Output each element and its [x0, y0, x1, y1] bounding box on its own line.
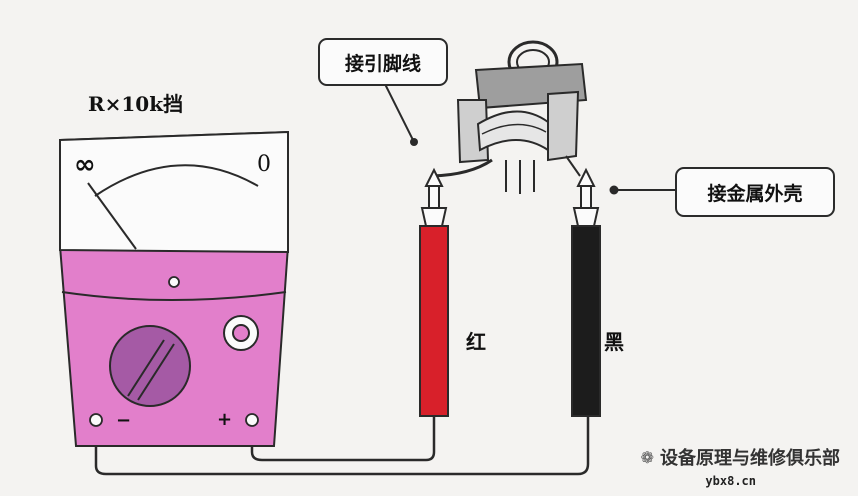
black-probe	[571, 167, 601, 417]
black-probe-label: 黑	[604, 330, 624, 354]
red-probe	[419, 167, 449, 417]
transformer-core-right	[547, 90, 580, 162]
positive-terminal-label: +	[217, 409, 233, 430]
black-test-wire	[94, 416, 590, 476]
transformer	[431, 40, 588, 194]
range-setting-label: R×10k挡	[88, 92, 184, 116]
meter-panel-divider	[61, 291, 287, 301]
meter-needle	[87, 182, 137, 250]
range-selector-knob[interactable]	[109, 325, 191, 407]
zero-adjust-screw	[168, 276, 180, 288]
metal-shell-callout: 接金属外壳	[675, 167, 835, 217]
meter-scale-arc	[94, 164, 259, 197]
scale-zero-label: 0	[257, 152, 271, 177]
transformer-winding	[476, 110, 549, 152]
red-probe-handle	[419, 225, 449, 417]
lead-callout-pointer	[383, 81, 415, 143]
red-probe-label: 红	[466, 330, 486, 354]
watermark-text: 设备原理与维修俱乐部	[660, 448, 840, 469]
ohm-adjust-knob[interactable]	[223, 315, 259, 351]
red-test-wire	[250, 416, 436, 462]
scale-infinity-label: ∞	[74, 150, 96, 180]
multimeter	[59, 130, 289, 447]
lead-pin-callout: 接引脚线	[318, 38, 448, 86]
negative-terminal-label: −	[116, 410, 132, 431]
lead-pin-wire	[431, 158, 493, 178]
black-probe-handle	[571, 225, 601, 417]
negative-terminal[interactable]	[89, 413, 103, 427]
watermark: ❁ 设备原理与维修俱乐部	[641, 444, 840, 470]
site-watermark: ybx8.cn	[705, 474, 756, 488]
wechat-icon: ❁	[640, 447, 654, 467]
positive-terminal[interactable]	[245, 413, 259, 427]
